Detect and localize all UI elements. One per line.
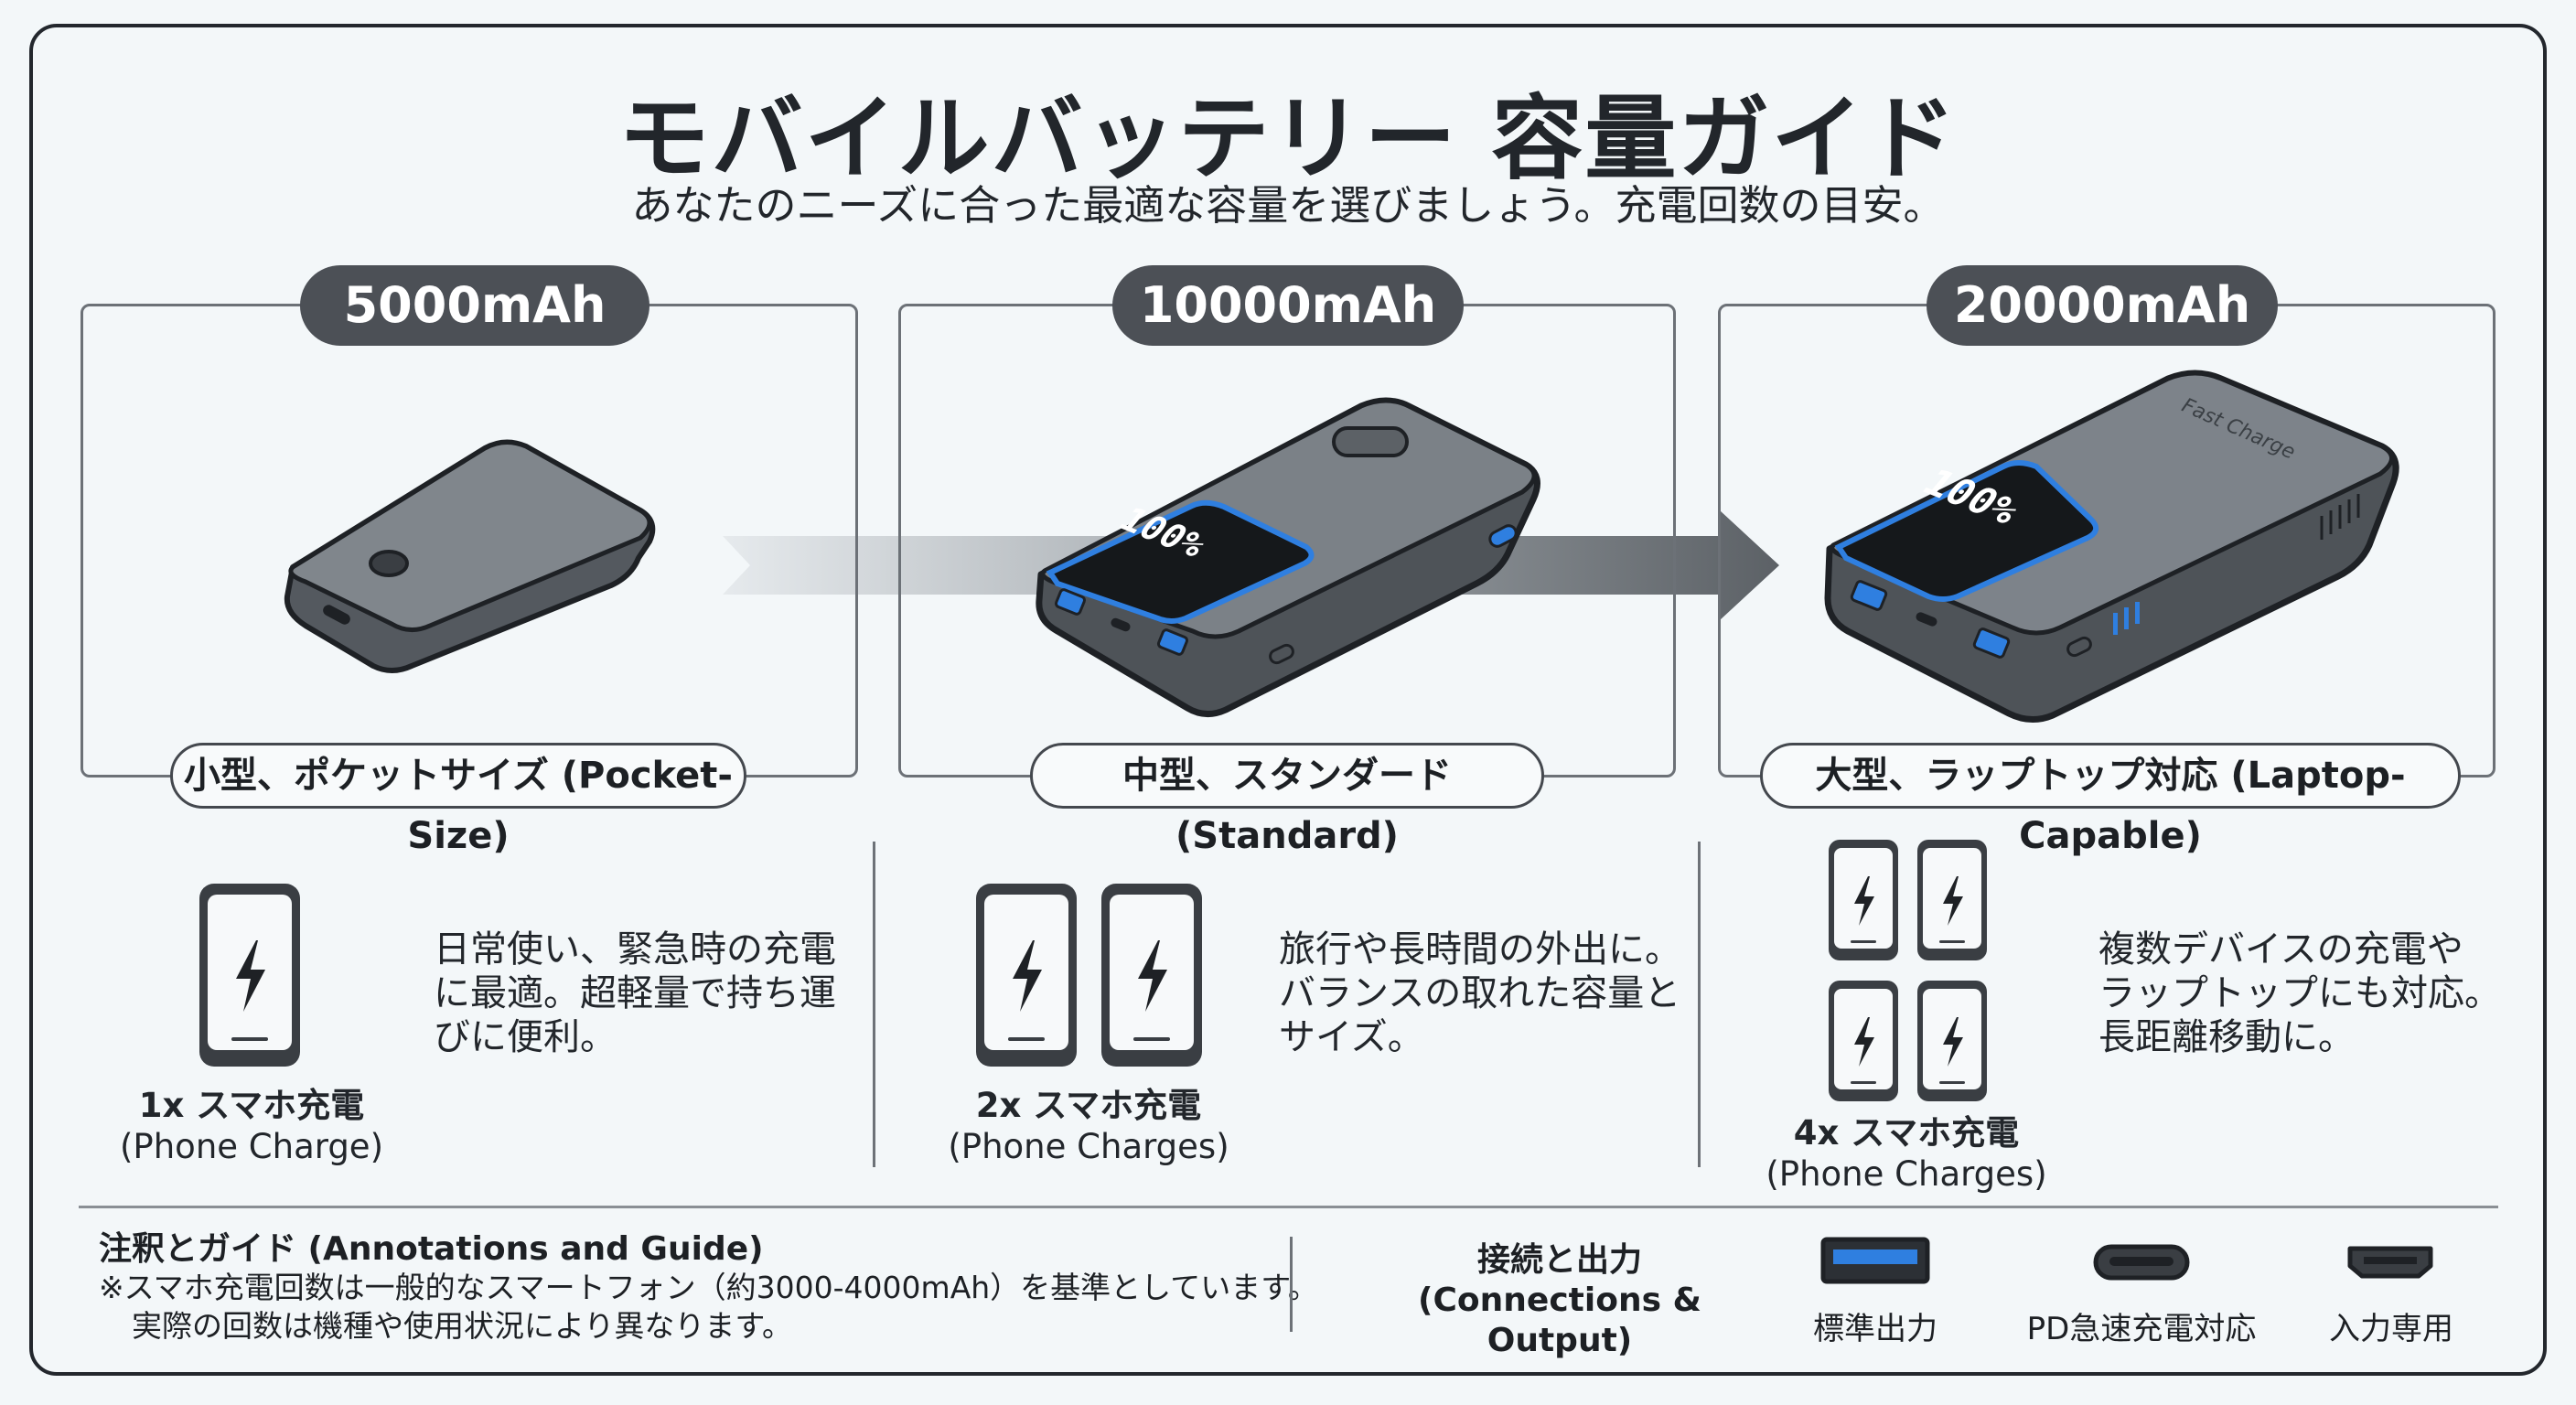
tier-description-10000: 旅行や長時間の外出に。 バランスの取れた容量と サイズ。 (1279, 928, 1681, 1058)
tier-caption-20000: 大型、ラップトップ対応 (Laptop-Capable) (1760, 743, 2461, 857)
section-divider (79, 1206, 2498, 1208)
charge-count-label: 1x スマホ充電 (138, 1086, 365, 1125)
page-subtitle: あなたのニーズに合った最適な容量を選びましょう。充電回数の目安。 (631, 181, 1945, 230)
tier-description-5000: 日常使い、緊急時の充電 に最適。超軽量で持ち運 びに便利。 (434, 928, 836, 1058)
capacity-badge-10000: 10000mAh (1112, 265, 1464, 346)
connections-heading: 接続と出力 (Connections & Output) (1418, 1241, 1701, 1359)
guide-frame (29, 24, 2547, 1376)
charge-count-4x: 4x スマホ充電 (Phone Charges) (1762, 1112, 2051, 1195)
charge-count-sub: (Phone Charges) (1766, 1154, 2047, 1194)
charge-count-label: 4x スマホ充電 (1793, 1113, 2020, 1153)
power-bank-small-image (284, 439, 656, 673)
column-divider (873, 842, 875, 1167)
micro-usb-port-icon (2347, 1246, 2433, 1279)
capacity-badge-20000: 20000mAh (1927, 265, 2278, 346)
tier-description-20000: 複数デバイスの充電や ラップトップにも対応。 長距離移動に。 (2098, 928, 2501, 1058)
footer-divider (1290, 1237, 1293, 1332)
page-title: モバイルバッテリー 容量ガイド (617, 85, 1959, 192)
tier-caption-10000: 中型、スタンダード (Standard) (1030, 743, 1544, 857)
annotations-heading: 注釈とガイド (Annotations and Guide) (99, 1230, 764, 1268)
port-label-standard: 標準出力 (1813, 1311, 1937, 1347)
usb-c-port-icon (2093, 1244, 2190, 1281)
usb-a-port-icon (1820, 1237, 1930, 1284)
power-bank-large-image: Fast Charge 100% (1824, 370, 2399, 723)
charge-count-2x: 2x スマホ充電 (Phone Charges) (944, 1085, 1233, 1167)
annotations-text: ※スマホ充電回数は一般的なスマートフォン（約3000-4000mAh）を基準とし… (99, 1270, 1318, 1344)
capacity-badge-5000: 5000mAh (300, 265, 649, 346)
charge-count-sub: (Phone Charges) (948, 1127, 1229, 1166)
port-label-pd: PD急速充電対応 (2026, 1311, 2257, 1347)
power-bank-medium-image: 100% (1036, 397, 1540, 717)
charge-count-sub: (Phone Charge) (119, 1127, 383, 1166)
charge-count-1x: 1x スマホ充電 (Phone Charge) (110, 1085, 393, 1167)
tier-caption-5000: 小型、ポケットサイズ (Pocket-Size) (170, 743, 746, 857)
column-divider (1698, 842, 1701, 1167)
port-label-input: 入力専用 (2329, 1311, 2453, 1347)
charge-count-label: 2x スマホ充電 (975, 1086, 1202, 1125)
